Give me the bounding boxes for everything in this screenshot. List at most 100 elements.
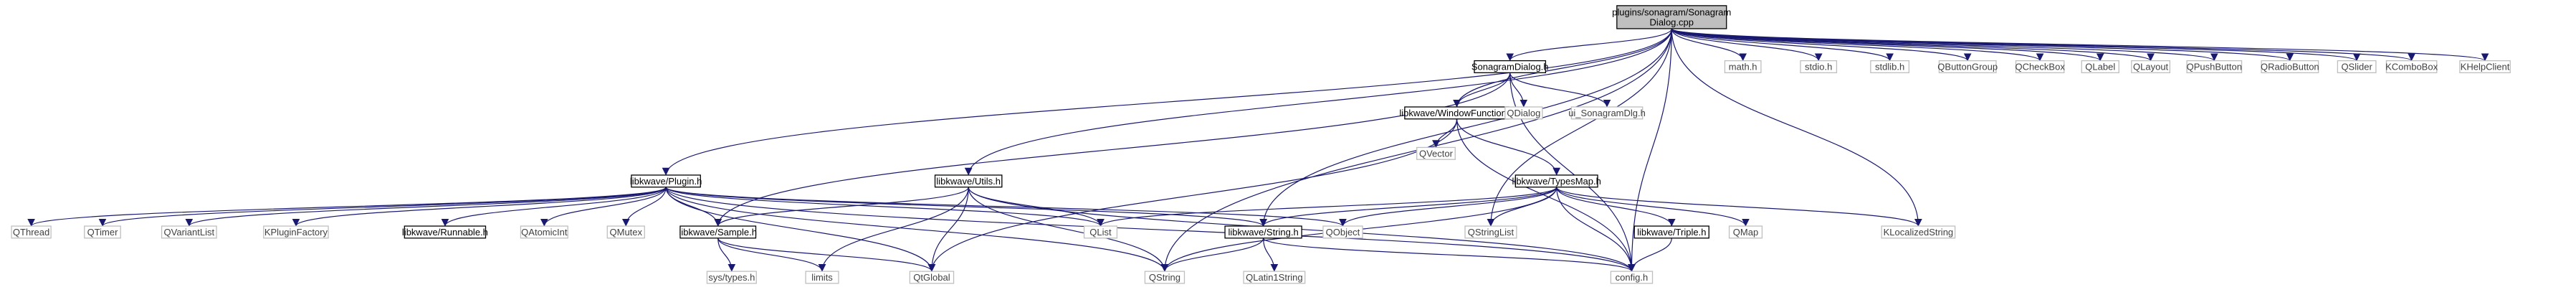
node-label: QLatin1String [1246,272,1303,283]
node-box [706,271,757,284]
node-label: libkwave/Runnable.h [402,227,488,238]
node-qlist: QList [1083,225,1118,239]
edge-plugin_h-to-config_h [665,187,1636,272]
node-qradiobutton: QRadioButton [2261,60,2319,73]
node-kcombobox: KComboBox [2385,60,2438,73]
node-box [1243,271,1306,284]
node-qpushbutton: QPushButton [2186,60,2243,73]
edge-utils_h-to-qtglobal [927,187,969,272]
node-label: KPluginFactory [264,227,328,238]
node-box [2337,60,2377,73]
node-qthread: QThread [11,225,52,239]
node-box [1616,5,1727,29]
node-label: QPushButton [2187,61,2242,72]
node-utils-h[interactable]: libkwave/Utils.h [934,174,1003,188]
node-label: libkwave/Sample.h [679,227,757,238]
edge-utils_h-to-limits [818,187,969,272]
node-label: QAtomicInt [521,227,568,238]
node-box [2261,60,2319,73]
node-typesmap-h[interactable]: libkwave/TypesMap.h [1512,174,1601,188]
node-qatomicint: QAtomicInt [520,225,568,239]
edge-root-to-khelpclient [1671,28,2489,62]
edge-sonagramdialog_h-to-ui_sonagramdlg_h [1509,72,1611,108]
edge-typesmap_h-to-qmap [1556,187,1750,227]
edge-plugin_h-to-qthread [27,187,667,227]
node-box [2186,60,2243,73]
node-qmutex: QMutex [606,225,645,239]
node-label: QRadioButton [2261,61,2319,72]
edge-string_h-to-qstring [1160,238,1264,272]
node-qlayout: QLayout [2131,60,2171,73]
edge-typesmap_h-to-string_h [1259,187,1557,227]
edge-plugin_h-to-qstring [665,187,1169,272]
node-label: QVector [1419,148,1454,159]
node-label: QDialog [1507,108,1540,118]
node-label: libkwave/Plugin.h [630,176,702,187]
edge-plugin_h-to-qobject [665,187,1347,227]
edge-root-to-qbuttongroup [1671,28,1972,62]
node-box [1416,146,1456,160]
node-klocalizedstring: KLocalizedString [1881,225,1956,239]
edge-typesmap_h-to-klocalizedstring [1556,187,1922,227]
node-box [2081,60,2119,73]
node-box [520,225,568,239]
edge-sample_h-to-qtglobal [717,238,936,272]
node-qstringlist: QStringList [1464,225,1517,239]
node-box [1144,271,1186,284]
node-box [1322,225,1363,239]
edge-root-to-utils_h [964,28,1672,176]
node-qtglobal: QtGlobal [909,271,955,284]
node-qlabel: QLabel [2081,60,2119,73]
node-box [631,174,701,188]
edge-root-to-config_h [1628,28,1672,272]
node-box [1464,225,1517,239]
edge-string_h-to-qlatin1string [1262,238,1279,272]
node-root[interactable]: plugins/sonagram/SonagramDialog.cpp [1612,5,1731,29]
node-qcheckbox: QCheckBox [2015,60,2065,73]
node-box [2131,60,2171,73]
node-label: Dialog.cpp [1650,17,1694,27]
node-sample-h[interactable]: libkwave/Sample.h [679,225,757,239]
node-box [1474,60,1547,73]
node-triple-h[interactable]: libkwave/Triple.h [1633,225,1709,239]
node-label: QThread [13,227,49,238]
node-box [161,225,217,239]
edge-sonagramdialog_h-to-windowfunction_h [1453,72,1511,108]
node-windowfunction-h[interactable]: libkwave/WindowFunction.h [1399,106,1514,120]
node-label: KHelpClient [2461,61,2510,72]
node-label: KComboBox [2385,61,2438,72]
node-label: QSlider [2341,61,2372,72]
edge-root-to-string_h [1259,28,1672,227]
node-sys-types-h: sys/types.h [706,271,757,284]
node-label: stdlib.h [1875,61,1904,72]
node-box [934,174,1003,188]
node-kpluginfactory: KPluginFactory [263,225,329,239]
node-label: ui_SonagramDlg.h [1568,108,1646,118]
edge-plugin_h-to-qtimer [98,187,667,227]
node-qlatin1string: QLatin1String [1243,271,1306,284]
edge-sample_h-to-sys_types_h [717,238,736,272]
edge-windowfunction_h-to-typesmap_h [1456,118,1561,176]
node-plugin-h[interactable]: libkwave/Plugin.h [630,174,702,188]
node-box [404,225,487,239]
edge-root-to-sonagramdialog_h [1506,28,1672,62]
edge-root-to-stdio_h [1671,28,1823,62]
node-string-h[interactable]: libkwave/String.h [1224,225,1302,239]
node-qvariantlist: QVariantList [161,225,217,239]
node-box [1514,174,1598,188]
node-qmap: QMap [1728,225,1763,239]
edge-root-to-qslider [1671,28,2361,62]
edge-root-to-qstringlist [1487,28,1672,227]
node-label: QObject [1326,227,1360,238]
edge-utils_h-to-sample_h [714,187,969,227]
edge-plugin_h-to-kpluginfactory [292,187,667,227]
edge-plugin_h-to-string_h [665,187,1267,227]
node-label: SonagramDialog.h [1471,61,1549,72]
node-box [679,225,757,239]
node-runnable-h[interactable]: libkwave/Runnable.h [402,225,488,239]
edge-sonagramdialog_h-to-sample_h [714,72,1511,227]
node-label: QVariantList [164,227,215,238]
node-label: libkwave/TypesMap.h [1512,176,1601,187]
node-sonagramdialog-h[interactable]: SonagramDialog.h [1471,60,1549,73]
edge-sample_h-to-limits [717,238,826,272]
